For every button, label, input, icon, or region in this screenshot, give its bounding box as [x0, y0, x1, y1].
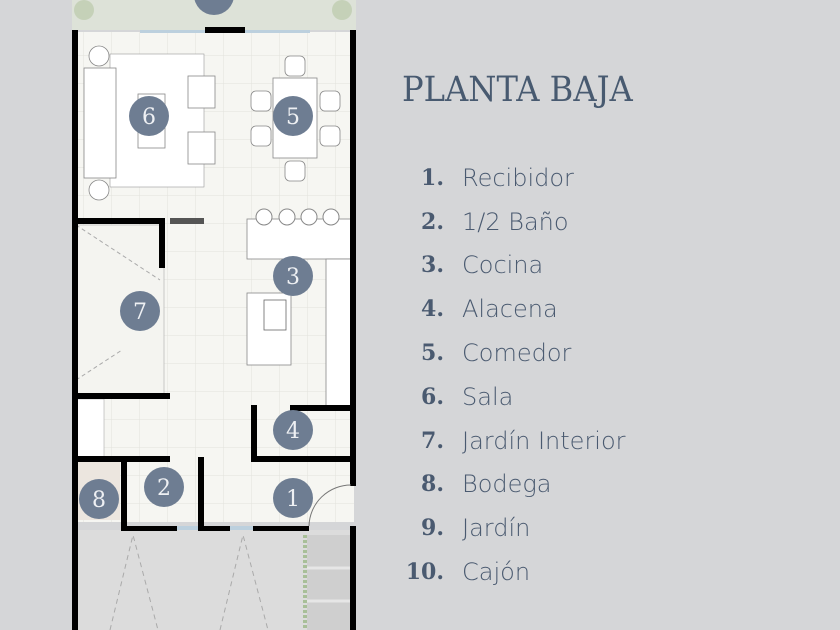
svg-text:8: 8: [92, 488, 106, 513]
room-legend: 1.Recibidor 2.1/2 Baño 3.Cocina 4.Alacen…: [400, 156, 626, 594]
svg-text:1: 1: [286, 487, 300, 512]
svg-text:3: 3: [286, 265, 300, 290]
svg-text:5: 5: [286, 105, 300, 130]
legend-item: 1.Recibidor: [421, 163, 574, 192]
legend-item: 2.1/2 Baño: [421, 207, 569, 236]
room-marker-4: 4: [273, 410, 313, 450]
legend-item: 6.Sala: [421, 382, 514, 411]
page-title: PLANTA BAJA: [402, 70, 633, 110]
legend-item: 10.Cajón: [405, 558, 531, 587]
svg-text:2: 2: [157, 476, 171, 501]
room-marker-3: 3: [273, 256, 313, 296]
legend-item: 3.Cocina: [421, 251, 544, 280]
legend-item: 8.Bodega: [421, 470, 552, 499]
room-marker-8: 8: [79, 479, 119, 519]
svg-text:7: 7: [133, 300, 147, 325]
svg-text:6: 6: [142, 105, 156, 130]
room-marker-7: 7: [120, 291, 160, 331]
room-marker-9: [194, 0, 234, 15]
room-marker-2: 2: [144, 467, 184, 507]
legend-item: 7.Jardín Interior: [421, 426, 626, 455]
walls: [72, 27, 356, 630]
svg-text:4: 4: [286, 419, 300, 444]
room-marker-1: 1: [273, 478, 313, 518]
room-marker-6: 6: [129, 96, 169, 136]
legend-item: 4.Alacena: [421, 295, 558, 324]
legend-item: 5.Comedor: [421, 339, 572, 368]
legend-item: 9.Jardín: [421, 514, 531, 543]
room-marker-5: 5: [273, 96, 313, 136]
